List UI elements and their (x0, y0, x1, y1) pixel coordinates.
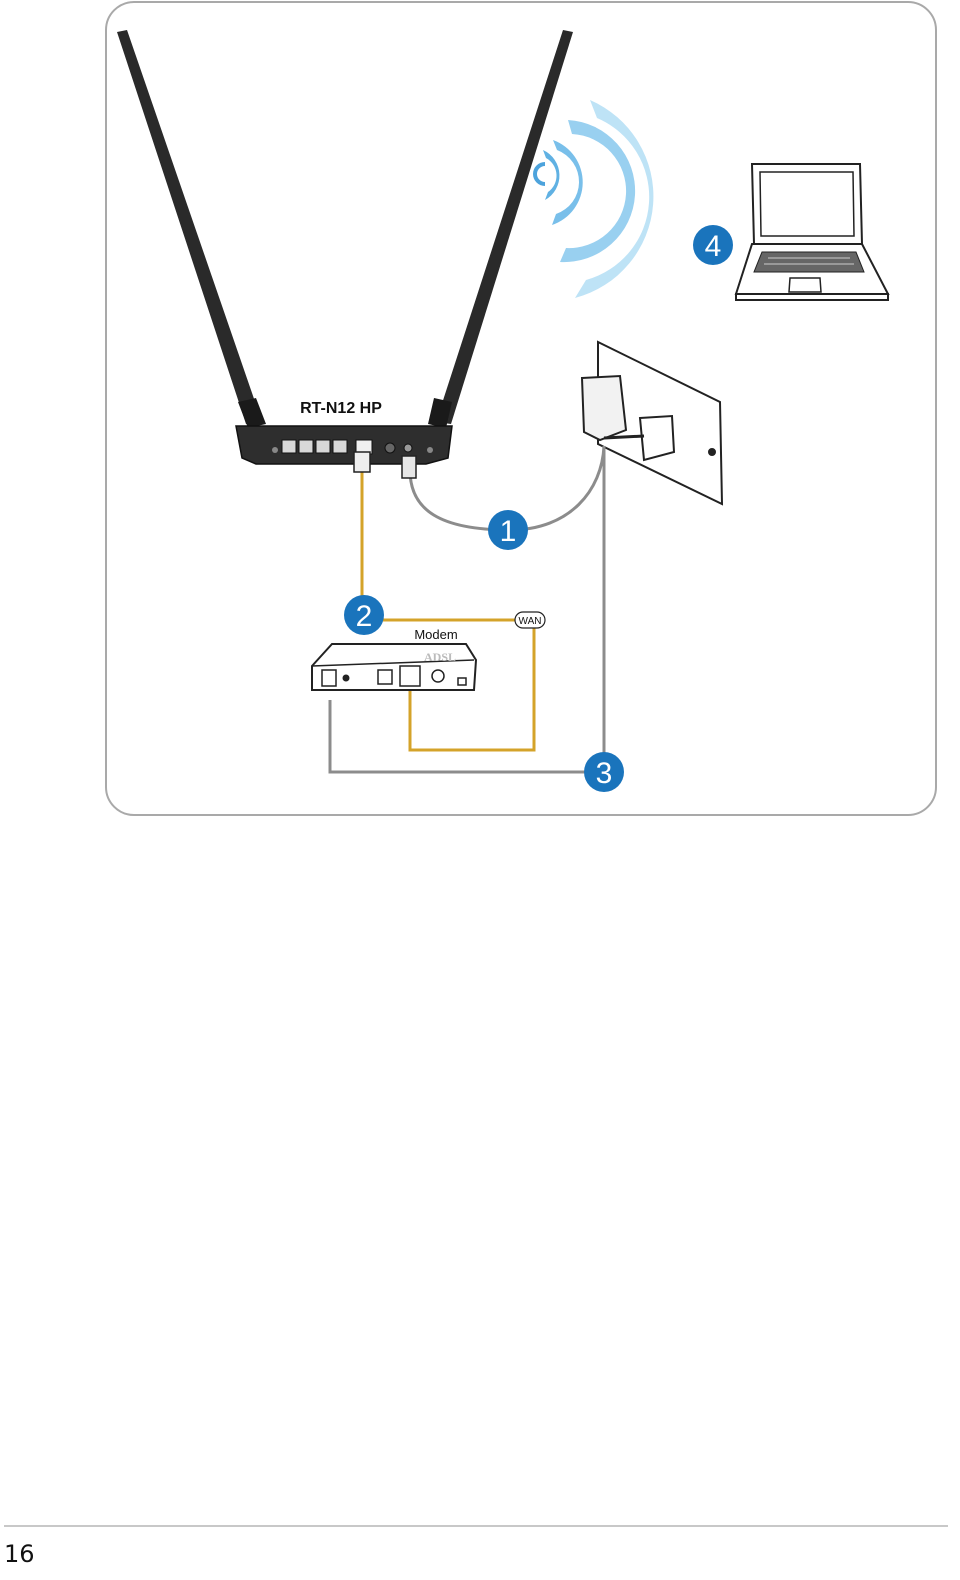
modem-power-cable (328, 446, 606, 774)
modem-brand-label: ADSL (424, 650, 456, 664)
diagram-frame (105, 1, 937, 816)
wan-label: WAN (519, 616, 542, 627)
step-4-callout: 4 (693, 225, 733, 265)
setup-diagram: RT-N12 HP ADSL Modem WAN 1 2 (105, 1, 937, 816)
step-2-callout: 2 (344, 595, 384, 635)
modem-label: Modem (414, 627, 457, 642)
router-wan-plug (353, 451, 371, 473)
step-3-callout: 3 (584, 752, 624, 792)
svg-text:4: 4 (705, 230, 722, 263)
modem-icon (311, 643, 478, 691)
router-icon (235, 425, 453, 465)
svg-text:1: 1 (500, 515, 517, 548)
wan-badge-outline (514, 611, 546, 629)
footer-divider (4, 1525, 948, 1527)
laptop-icon (734, 163, 890, 301)
power-adapter-icon (580, 374, 676, 462)
page-number: 16 (4, 1540, 35, 1568)
router-power-plug (401, 455, 417, 479)
router-antennas (117, 30, 573, 428)
svg-text:2: 2 (356, 600, 373, 633)
router-model-label: RT-N12 HP (300, 400, 382, 417)
step-1-callout: 1 (488, 510, 528, 550)
svg-text:3: 3 (596, 757, 613, 790)
router-wan-cable (360, 468, 536, 752)
wifi-waves-icon (533, 100, 654, 298)
